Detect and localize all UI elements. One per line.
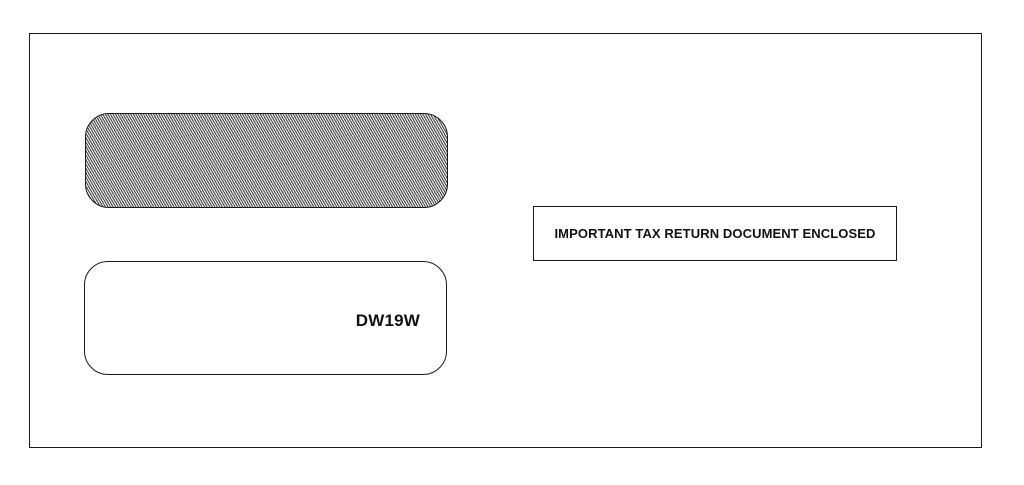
recipient-address-window: DW19W — [84, 261, 447, 375]
tax-notice-text: IMPORTANT TAX RETURN DOCUMENT ENCLOSED — [554, 226, 876, 241]
tax-notice-box: IMPORTANT TAX RETURN DOCUMENT ENCLOSED — [533, 206, 897, 261]
envelope-outline: DW19W IMPORTANT TAX RETURN DOCUMENT ENCL… — [29, 33, 982, 448]
product-code-label: DW19W — [355, 311, 420, 330]
return-address-window-hatched — [85, 113, 448, 208]
